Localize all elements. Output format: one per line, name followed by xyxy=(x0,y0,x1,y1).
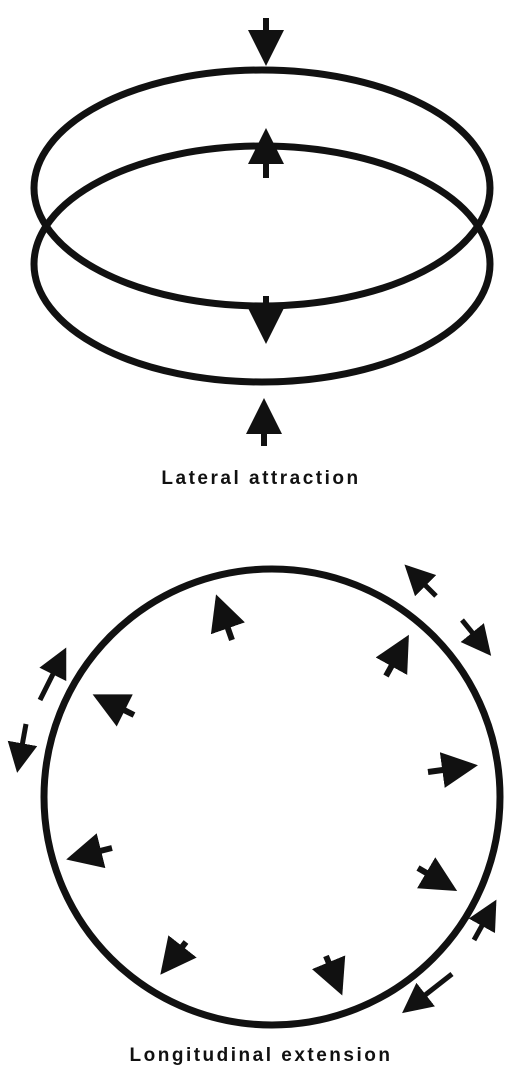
caption-lateral-attraction: Lateral attraction xyxy=(161,468,361,489)
upper-ring xyxy=(30,66,494,310)
tangent-arrow-topright-a xyxy=(404,564,438,598)
radial-arrow-upper-left xyxy=(92,694,136,727)
tangent-arrow-left-a xyxy=(37,647,67,702)
radial-arrow-top xyxy=(210,594,245,641)
radial-arrow-lower-left xyxy=(160,935,197,975)
radial-arrow-left xyxy=(66,833,113,869)
tangent-arrow-topright-b xyxy=(460,618,492,656)
longitudinal-extension-diagram xyxy=(7,564,504,1029)
radial-arrow-bottom xyxy=(311,954,346,996)
caption-longitudinal-extension: Longitudinal extension xyxy=(129,1045,393,1066)
lateral-attraction-diagram xyxy=(30,18,494,446)
tangent-arrow-bottomright-a xyxy=(468,899,497,942)
radial-arrow-lower-right xyxy=(416,857,458,892)
tangent-arrow-left-b xyxy=(7,723,38,773)
tangent-arrow-bottomright-b xyxy=(402,972,454,1014)
ring-circle xyxy=(40,565,504,1029)
radial-arrow-right xyxy=(427,752,478,788)
lower-ring xyxy=(30,142,494,386)
radial-arrow-top-right xyxy=(375,634,409,678)
